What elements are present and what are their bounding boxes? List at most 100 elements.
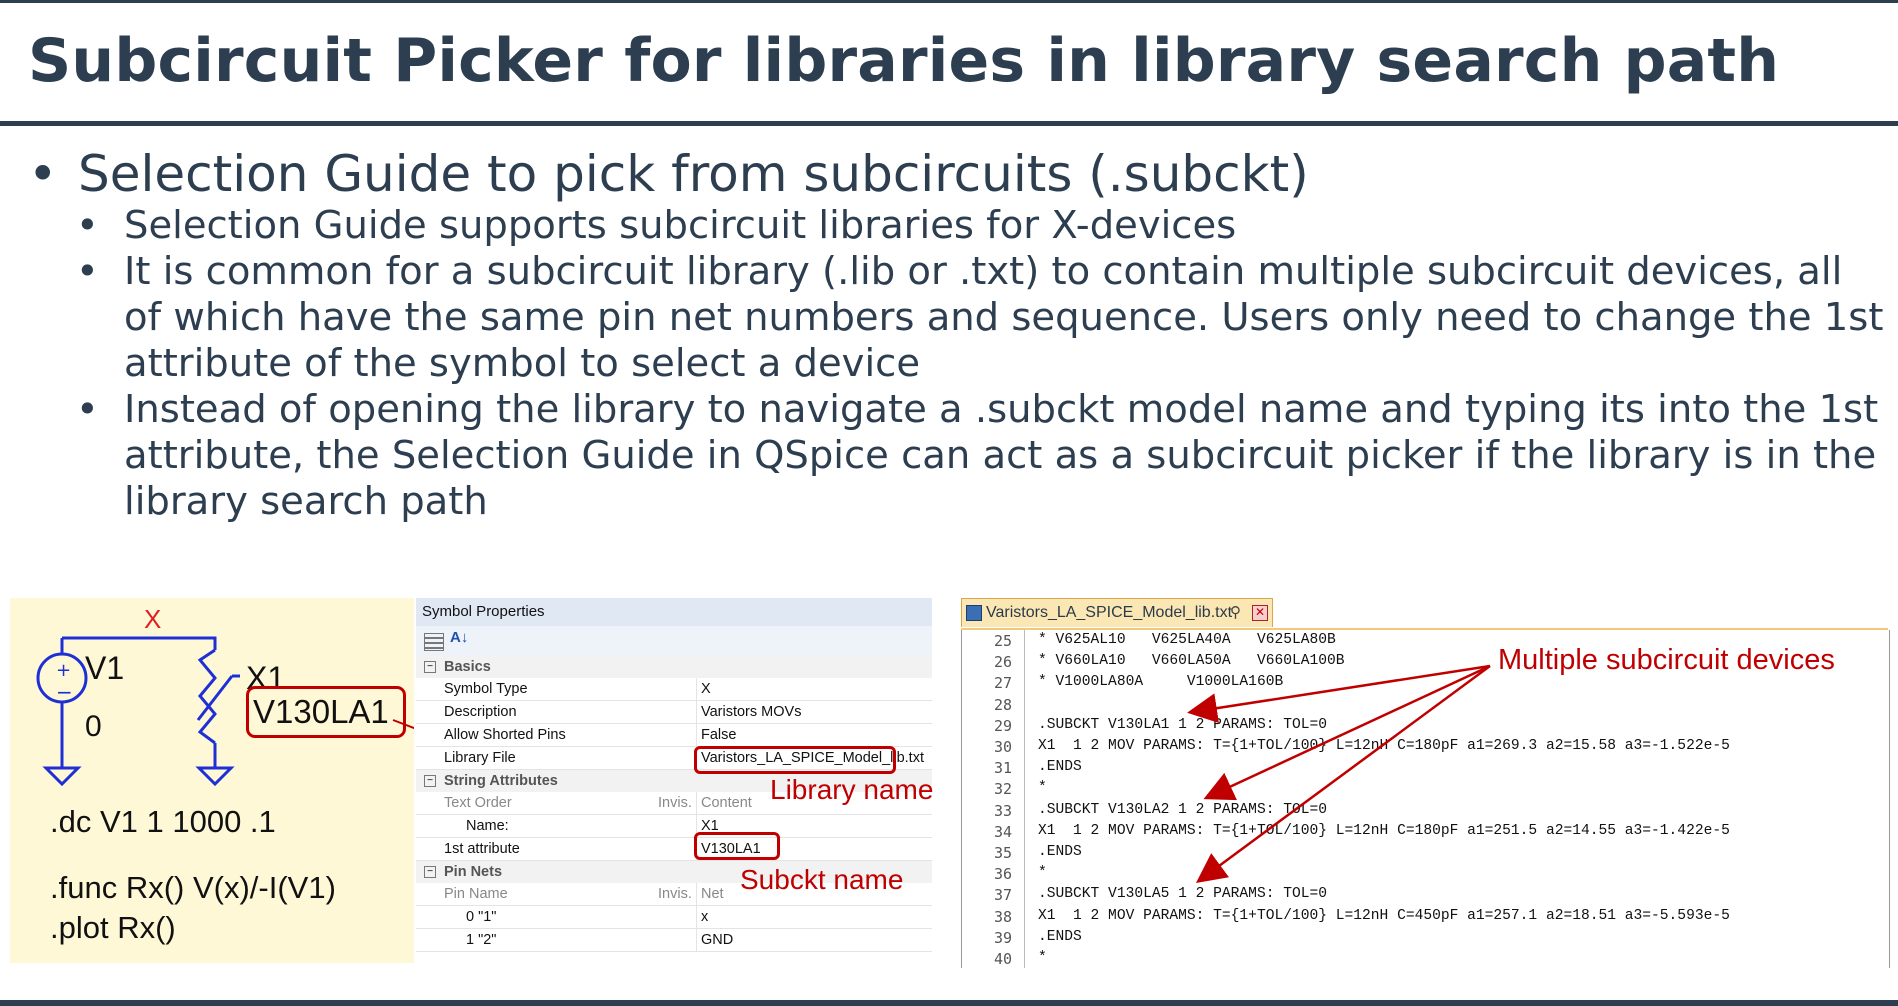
bullet-glyph: • [76,203,99,248]
code-line[interactable]: * [1038,780,1047,797]
collapse-icon[interactable]: − [424,866,436,878]
code-line[interactable]: .ENDS [1038,759,1082,776]
line-number: 39 [993,928,1012,947]
pin-icon[interactable]: ⚲ [1230,604,1241,621]
voltage-source-icon [36,652,88,704]
line-number: 38 [993,907,1012,926]
collapse-icon[interactable]: − [424,661,436,673]
category-basics[interactable]: − Basics [416,656,932,678]
categorized-icon[interactable] [424,633,444,651]
category-string-attributes[interactable]: − String Attributes [416,770,932,792]
ground-icon [195,766,235,787]
alphabetical-sort-icon[interactable]: A↓ [450,629,469,646]
code-line[interactable]: * [1038,865,1047,882]
line-number: 40 [993,950,1012,968]
bullet-glyph: • [76,387,99,432]
line-gutter: 25 26 27 28 29 30 31 32 33 34 35 36 37 38 39 40 [962,630,1025,968]
schematic-panel[interactable]: + − X V1 0 X1 V130LA1 .dc V1 1 1000 .1 .… [10,598,414,963]
library-name-annotation: Library name [770,774,934,805]
device-attribute[interactable]: V130LA1 [246,686,406,738]
bullet-list: • Selection Guide to pick from subcircui… [28,145,1888,525]
bullet-text: Selection Guide to pick from subcircuits… [78,145,1309,203]
schematic-drawing: + − [36,636,414,787]
line-number: 31 [993,759,1012,778]
pin-row[interactable]: 0 "1"x [416,906,932,929]
code-line[interactable]: X1 1 2 MOV PARAMS: T={1+TOL/100} L=12nH … [1038,822,1730,839]
bottom-rule [0,1000,1898,1006]
symbol-properties-panel: Symbol Properties A↓ − Basics Symbol Typ… [416,598,934,964]
plot-directive[interactable]: .plot Rx() [50,910,176,945]
line-number: 32 [993,780,1012,799]
svg-text:+: + [56,660,71,681]
line-number: 30 [993,738,1012,756]
svg-text:−: − [56,680,73,704]
property-row[interactable]: Name:X1 [416,815,932,838]
tab-library-file[interactable]: Varistors_LA_SPICE_Model_lib.txt ⚲ ✕ [961,598,1273,627]
line-number: 37 [993,886,1012,905]
bullet-level2: • Selection Guide supports subcircuit li… [76,203,1888,249]
line-number: 35 [993,844,1012,862]
code-line[interactable]: .ENDS [1038,844,1082,860]
bullet-glyph: • [76,249,99,294]
line-number: 29 [993,716,1012,735]
func-directive[interactable]: .func Rx() V(x)/-I(V1) [50,870,336,905]
pin-row[interactable]: 1 "2"GND [416,929,932,952]
code-area[interactable]: 25 26 27 28 29 30 31 32 33 34 35 36 37 38 39 40 * V625A… [961,630,1890,968]
line-number: 25 [993,632,1012,650]
code-line[interactable]: * V625AL10 V625LA40A V625LA80B [1038,632,1336,648]
dc-directive[interactable]: .dc V1 1 1000 .1 [50,804,276,839]
line-number: 33 [993,801,1012,820]
title-rule [0,121,1898,126]
first-attribute-value[interactable]: V130LA1 [701,841,761,857]
code-line[interactable]: X1 1 2 MOV PARAMS: T={1+TOL/100} L=12nH … [1038,907,1730,924]
first-attribute-highlight [694,832,780,860]
bullet-text: Instead of opening the library to naviga… [124,387,1879,524]
line-number: 36 [993,865,1012,884]
wire [62,636,217,650]
code-line[interactable]: * [1038,950,1047,966]
varistor-icon [197,648,217,745]
source-name[interactable]: V1 [85,650,125,686]
line-number: 28 [993,695,1012,714]
category-pin-nets[interactable]: − Pin Nets [416,861,932,883]
line-number: 26 [993,653,1012,672]
ground-icon [42,766,82,787]
net-label[interactable]: X [144,604,162,634]
subckt-name-annotation: Subckt name [740,864,904,895]
line-number: 27 [993,674,1012,693]
collapse-icon[interactable]: − [424,775,436,787]
bullet-glyph: • [28,145,58,203]
line-number: 34 [993,822,1012,841]
bullet-level2: • Instead of opening the library to navi… [76,387,1888,525]
code-line[interactable]: * V660LA10 V660LA50A V660LA100B [1038,653,1345,670]
code-line[interactable]: .SUBCKT V130LA2 1 2 PARAMS: TOL=0 [1038,801,1328,818]
slide-title: Subcircuit Picker for libraries in libra… [28,26,1780,96]
bullet-level1: • Selection Guide to pick from subcircui… [28,145,1888,203]
code-line[interactable]: X1 1 2 MOV PARAMS: T={1+TOL/100} L=12nH … [1038,738,1730,754]
close-icon[interactable]: ✕ [1252,605,1268,621]
top-border [0,0,1898,3]
bullet-text: Selection Guide supports subcircuit libr… [124,203,1237,248]
code-line[interactable]: .SUBCKT V130LA1 1 2 PARAMS: TOL=0 [1038,716,1328,733]
save-icon [966,605,982,621]
toolbar: A↓ [416,626,932,656]
code-line[interactable]: .ENDS [1038,928,1082,945]
bullet-text: It is common for a subcircuit library (.… [124,249,1884,386]
panel-title: Symbol Properties [416,598,932,626]
library-file-highlight [694,746,896,774]
code-line[interactable]: .SUBCKT V130LA5 1 2 PARAMS: TOL=0 [1038,886,1328,903]
tab-bar: Varistors_LA_SPICE_Model_lib.txt ⚲ ✕ [961,596,1888,630]
ground-label: 0 [85,710,102,743]
multiple-subcircuits-annotation: Multiple subcircuit devices [1498,644,1835,676]
bullet-level2: • It is common for a subcircuit library … [76,249,1888,387]
code-line[interactable]: * V1000LA80A V1000LA160B [1038,674,1284,691]
library-file-value[interactable]: Varistors_LA_SPICE_Model_lib.txt [701,750,924,766]
